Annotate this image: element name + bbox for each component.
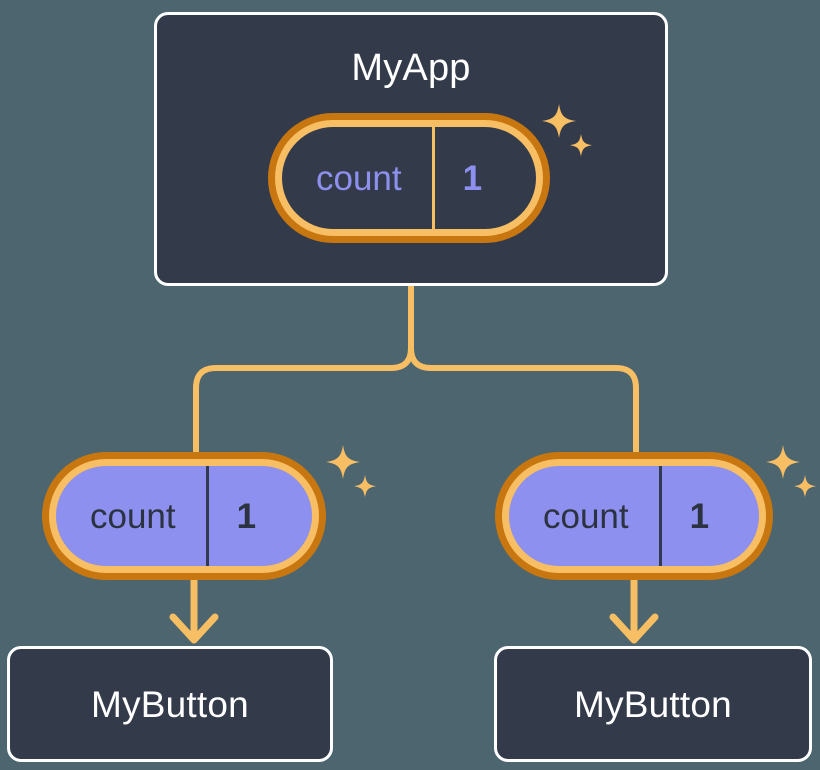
state-value: 1 — [236, 496, 257, 536]
child-component-title: MyButton — [91, 683, 249, 725]
state-pill-root[interactable]: count 1 — [268, 113, 550, 243]
state-divider — [658, 466, 662, 566]
state-pill-body: count 1 — [268, 113, 550, 243]
state-pill-child-right[interactable]: count 1 — [495, 452, 773, 580]
state-pill-inner: count 1 — [509, 466, 759, 566]
state-value: 1 — [689, 496, 710, 536]
page-title: MyApp — [351, 47, 471, 89]
tree-branch-connector — [193, 283, 414, 455]
arrow-down-icon-right-head — [609, 613, 659, 644]
state-pill-body: count 1 — [495, 452, 773, 580]
child-component-title: MyButton — [574, 683, 732, 725]
child-component-panel-left[interactable]: MyButton — [7, 646, 333, 762]
state-value: 1 — [462, 158, 483, 198]
state-divider — [205, 466, 209, 566]
state-divider — [431, 127, 435, 229]
state-key: count — [543, 496, 629, 536]
tree-branch-connector-right — [408, 283, 639, 455]
state-key: count — [316, 158, 402, 198]
state-key: count — [90, 496, 176, 536]
state-pill-inner: count 1 — [56, 466, 312, 566]
sparkles-icon — [326, 445, 376, 498]
child-component-panel-right[interactable]: MyButton — [494, 646, 812, 762]
state-pill-child-left[interactable]: count 1 — [42, 452, 326, 580]
state-pill-body: count 1 — [42, 452, 326, 580]
arrow-down-icon-left-head — [169, 613, 219, 644]
state-pill-inner: count 1 — [282, 127, 536, 229]
